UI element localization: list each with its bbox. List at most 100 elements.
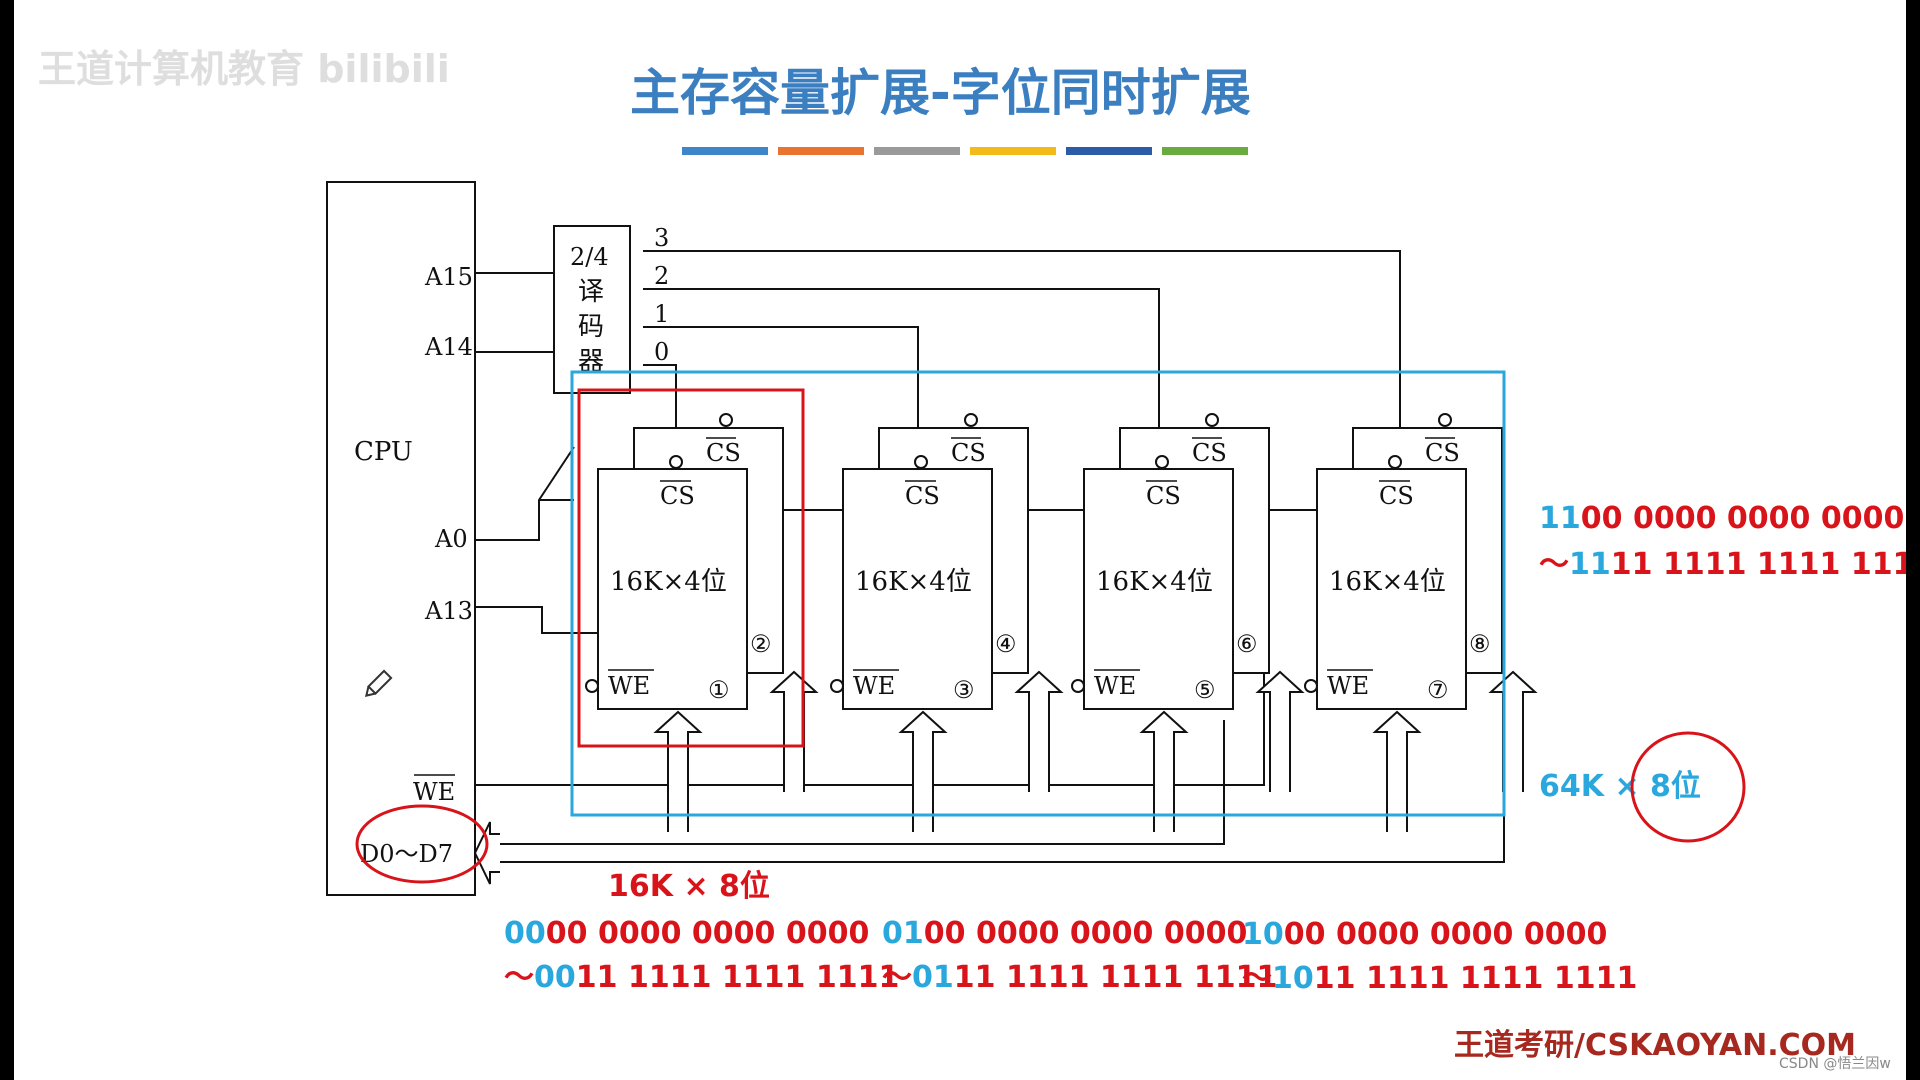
data-pins-circle: [355, 804, 489, 884]
chip-capacity: 16K×4位: [610, 567, 727, 597]
data-arrow: [769, 670, 819, 792]
title-bar-1: [778, 147, 864, 155]
chip-group-2: CS ④ CS 16K×4位 WE ③: [830, 413, 1064, 832]
range-start: 0100 0000 0000 0000: [882, 916, 1247, 951]
decoder-out-0: 0: [654, 338, 669, 366]
chip-cs-label: CS: [660, 482, 695, 510]
title-bar-3: [970, 147, 1056, 155]
pin-a15: A15: [424, 263, 473, 291]
title-bar-2: [874, 147, 960, 155]
group-annotation: 16K × 8位: [608, 869, 770, 904]
we-bubble: [830, 679, 844, 693]
chip-number: ⑤: [1194, 676, 1216, 704]
chip-number: ⑥: [1236, 630, 1258, 658]
cpu-box: [326, 181, 476, 896]
chip-front: [842, 468, 993, 710]
decoder-label-2: 译: [578, 277, 604, 307]
address-range-4: 1100 0000 0000 0000 ～1111 1111 1111 1111: [1539, 501, 1906, 582]
chip-front: [1316, 468, 1467, 710]
cs-bubble: [1438, 413, 1452, 427]
chip-number: ③: [953, 676, 975, 704]
chip-number: ①: [708, 676, 730, 704]
decoder-out-1: 1: [654, 300, 669, 328]
range-end: ～1011 1111 1111 1111: [1242, 961, 1637, 996]
chip-number: ⑧: [1469, 630, 1491, 658]
cs-bubble: [914, 455, 928, 469]
address-range-1: 0000 0000 0000 0000 ～0011 1111 1111 1111: [504, 916, 899, 995]
data-arrow: [1255, 670, 1305, 792]
decoder-label-3: 码: [578, 312, 604, 342]
cs-bubble: [1155, 455, 1169, 469]
cpu-data-arrow: [473, 821, 500, 885]
chip-cs-label: CS: [905, 482, 940, 510]
chip-number: ④: [995, 630, 1017, 658]
chip-group-3: CS ⑥ CS 16K×4位 WE ⑤: [1071, 413, 1305, 832]
data-arrow: [1372, 710, 1422, 832]
cs-bubble: [964, 413, 978, 427]
address-range-2: 0100 0000 0000 0000 ～0111 1111 1111 1111: [882, 916, 1277, 995]
total-extent-box: [570, 370, 1506, 817]
data-arrow: [898, 710, 948, 832]
cpu-label: CPU: [354, 437, 413, 467]
chip-group-1: CS ② CS 16K×4位 WE ①: [585, 413, 819, 832]
chip-capacity: 16K×4位: [1329, 567, 1446, 597]
pencil-icon: [365, 669, 393, 697]
title-bar-5: [1162, 147, 1248, 155]
range-end: ～1111 1111 1111 1111: [1539, 547, 1906, 582]
cs-bubble: [669, 455, 683, 469]
chip-we-label: WE: [608, 672, 650, 700]
cs-bubble: [719, 413, 733, 427]
footer-brand: 王道考研/CSKAOYAN.COM: [1454, 1028, 1856, 1063]
group-extent-box: [577, 388, 805, 748]
we-bubble: [585, 679, 599, 693]
chip-cs-label: CS: [951, 439, 986, 467]
chip-capacity: 16K×4位: [855, 567, 972, 597]
title-color-bars: [682, 147, 1248, 155]
chip-capacity: 16K×4位: [1096, 567, 1213, 597]
cs-bubble: [1388, 455, 1402, 469]
range-start: 0000 0000 0000 0000: [504, 916, 869, 951]
pin-a14: A14: [424, 333, 473, 361]
chip-cs-label: CS: [1379, 482, 1414, 510]
chip-number: ②: [750, 630, 772, 658]
decoder-box: [553, 225, 631, 394]
chip-front: [1083, 468, 1234, 710]
data-arrow: [1488, 670, 1538, 792]
range-start: 1000 0000 0000 0000: [1242, 917, 1607, 952]
address-ranges: 0000 0000 0000 0000～0011 1111 1111 11110…: [504, 501, 1906, 996]
diagram-canvas: 王道计算机教育 bilibili 主存容量扩展-字位同时扩展 CPU A15 A…: [38, 47, 1906, 1072]
chip-array: CS ② CS 16K×4位 WE ① CS ④ CS 16K×4位 WE ③ CS ⑥ CS 16K×4位 W…: [473, 413, 1538, 885]
title-bar-4: [1066, 147, 1152, 155]
pin-a13: A13: [424, 597, 473, 625]
pin-a0: A0: [434, 525, 468, 553]
cs-bubble: [1205, 413, 1219, 427]
total-annotation: 64K × 8位: [1539, 769, 1701, 804]
we-bubble: [1304, 679, 1318, 693]
pin-data: D0～D7: [360, 840, 453, 868]
chip-front: [597, 468, 748, 710]
chip-we-label: WE: [853, 672, 895, 700]
pin-we: WE: [413, 778, 455, 806]
slide-title: 主存容量扩展-字位同时扩展: [630, 64, 1251, 122]
chip-cs-label: CS: [1192, 439, 1227, 467]
range-end: ～0111 1111 1111 1111: [882, 960, 1277, 995]
we-bubble: [1071, 679, 1085, 693]
data-arrow: [1014, 670, 1064, 792]
watermark: 王道计算机教育 bilibili: [38, 47, 450, 91]
chip-cs-label: CS: [1146, 482, 1181, 510]
csdn-credit: CSDN @悟兰因w: [1779, 1056, 1891, 1072]
address-range-3: 1000 0000 0000 0000 ～1011 1111 1111 1111: [1242, 917, 1637, 996]
range-end: ～0011 1111 1111 1111: [504, 960, 899, 995]
title-bar-0: [682, 147, 768, 155]
chip-cs-label: CS: [706, 439, 741, 467]
chip-we-label: WE: [1094, 672, 1136, 700]
decoder-out-3: 3: [654, 224, 669, 252]
data-arrow: [653, 710, 703, 832]
total-capacity-circle: [1630, 731, 1746, 843]
chip-number: ⑦: [1427, 676, 1449, 704]
decoder-out-2: 2: [654, 262, 669, 290]
chip-cs-label: CS: [1425, 439, 1460, 467]
decoder-label-1: 2/4: [570, 243, 609, 271]
range-start: 1100 0000 0000 0000: [1539, 501, 1904, 536]
